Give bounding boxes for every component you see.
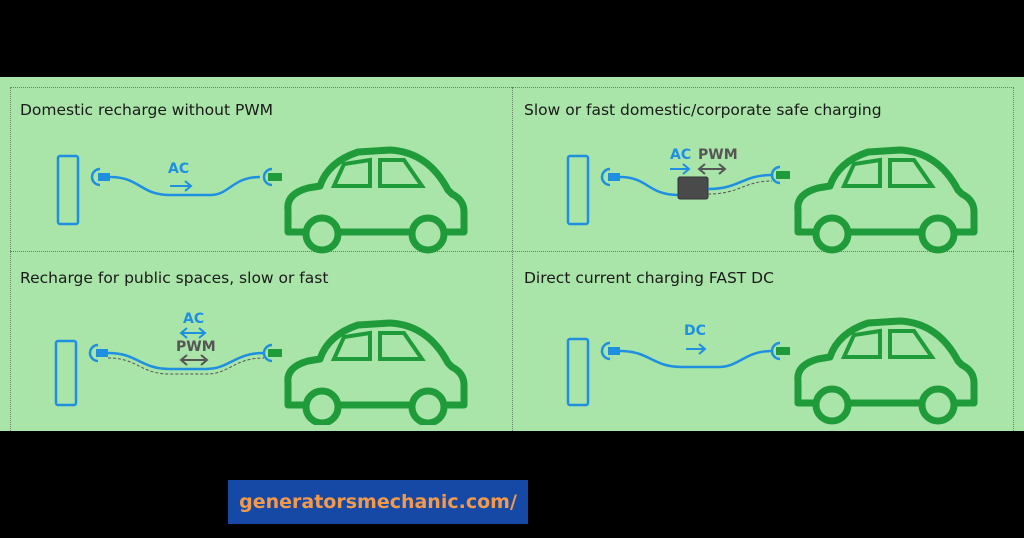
cable bbox=[109, 175, 261, 197]
arrow-bidirectional-icon bbox=[179, 327, 207, 339]
charging-station-icon bbox=[56, 154, 80, 226]
vertical-divider bbox=[512, 87, 513, 431]
cable bbox=[619, 349, 773, 369]
plug-icon bbox=[600, 341, 620, 361]
control-box-icon bbox=[677, 176, 709, 200]
charging-station-icon bbox=[54, 339, 78, 407]
charging-station-icon bbox=[566, 154, 590, 226]
diagram-panel-area: Domestic recharge without PWM AC bbox=[0, 77, 1024, 431]
pwm-label: PWM bbox=[176, 339, 216, 355]
panel-title: Direct current charging FAST DC bbox=[524, 269, 774, 287]
charging-station-icon bbox=[566, 337, 590, 407]
current-type-label: DC bbox=[684, 323, 706, 339]
panel-title: Slow or fast domestic/corporate safe cha… bbox=[524, 101, 882, 119]
current-type-label: AC bbox=[168, 161, 189, 177]
car-icon bbox=[794, 317, 978, 425]
panel-domestic-no-pwm: Domestic recharge without PWM AC bbox=[10, 87, 510, 257]
panel-direct-current: Direct current charging FAST DC DC bbox=[514, 255, 1014, 425]
website-link[interactable]: generatorsmechanic.com/ bbox=[228, 480, 528, 524]
horizontal-divider bbox=[10, 251, 1014, 252]
panel-title: Recharge for public spaces, slow or fast bbox=[20, 269, 329, 287]
arrow-bidirectional-icon bbox=[697, 163, 727, 175]
arrow-right-icon bbox=[670, 163, 691, 175]
car-icon bbox=[284, 319, 468, 425]
plug-icon bbox=[88, 343, 108, 363]
panel-domestic-corporate: Slow or fast domestic/corporate safe cha… bbox=[514, 87, 1014, 257]
car-icon bbox=[284, 146, 468, 254]
plug-icon bbox=[770, 165, 790, 185]
cable bbox=[619, 175, 679, 197]
panel-title: Domestic recharge without PWM bbox=[20, 101, 274, 119]
arrow-bidirectional-icon bbox=[179, 354, 209, 366]
panel-border-right bbox=[1013, 87, 1014, 431]
pwm-label: PWM bbox=[698, 147, 738, 163]
panel-border-left bbox=[10, 87, 11, 431]
arrow-right-icon bbox=[686, 343, 707, 355]
pwm-signal-line bbox=[707, 180, 773, 195]
pwm-signal-line bbox=[107, 357, 265, 375]
current-type-label: AC bbox=[183, 311, 204, 327]
panel-public-spaces: Recharge for public spaces, slow or fast… bbox=[10, 255, 510, 425]
current-type-label: AC bbox=[670, 147, 691, 163]
arrow-right-icon bbox=[170, 180, 193, 192]
plug-icon bbox=[90, 167, 110, 187]
plug-icon bbox=[262, 343, 282, 363]
cable bbox=[707, 173, 773, 191]
plug-icon bbox=[262, 167, 282, 187]
plug-icon bbox=[770, 341, 790, 361]
plug-icon bbox=[600, 167, 620, 187]
cable bbox=[107, 351, 265, 371]
car-icon bbox=[794, 146, 978, 254]
